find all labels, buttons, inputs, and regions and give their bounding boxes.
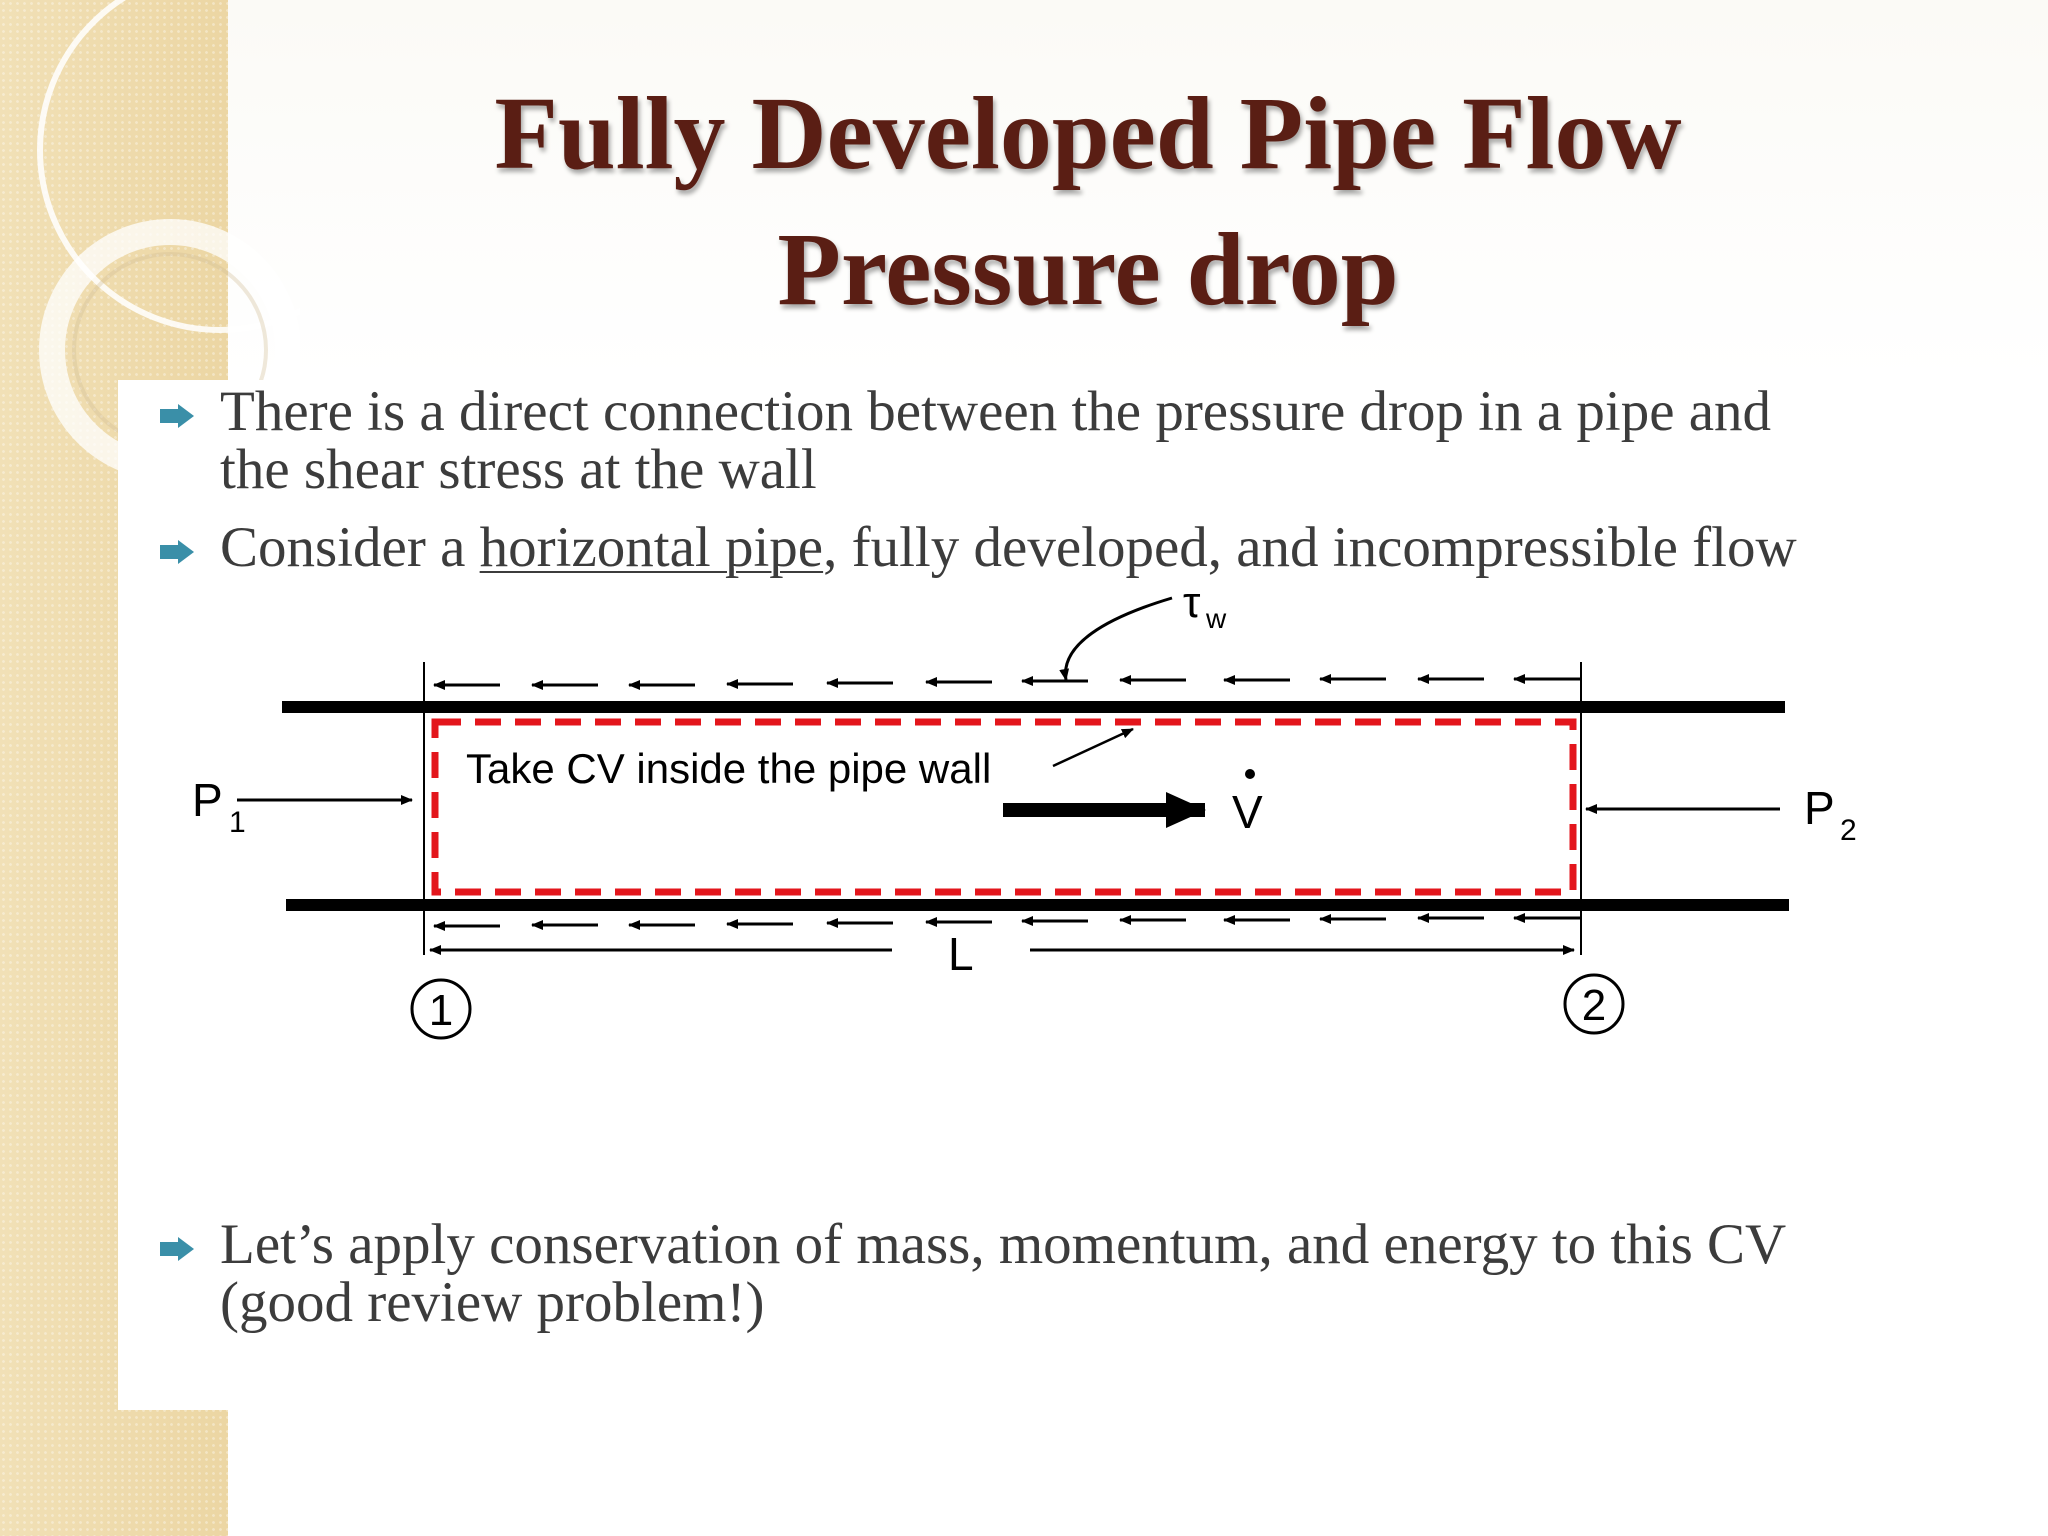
bullet-2-suffix: , fully developed, and incompressible fl… xyxy=(823,516,1797,579)
station-1-marker xyxy=(410,978,472,1040)
cv-pointer-arrow xyxy=(1052,727,1134,768)
p1-subscript: 1 xyxy=(229,806,246,839)
slide-title-line2: Pressure drop xyxy=(777,212,1399,327)
cv-label: Take CV inside the pipe wall xyxy=(466,745,991,792)
station-2-marker xyxy=(1563,973,1625,1035)
slide-title-line1: Fully Developed Pipe Flow xyxy=(494,76,1682,191)
shear-arrows-top xyxy=(433,674,1580,690)
bullet-2-underlined-term: horizontal pipe xyxy=(479,516,824,579)
station-2-label: 2 xyxy=(1582,981,1606,1030)
flow-rate-label: V xyxy=(1232,786,1263,838)
length-label: L xyxy=(948,928,974,980)
flow-rate-dot xyxy=(1245,769,1255,779)
bullet-2-prefix: Consider a xyxy=(220,516,480,579)
bullet-3-line2: (good review problem!) xyxy=(220,1271,765,1334)
arrow-bullet-icon xyxy=(160,1237,194,1261)
shear-stress-subscript: w xyxy=(1205,603,1227,634)
arrow-bullet-icon xyxy=(160,540,194,564)
shear-stress-label: τ xyxy=(1183,578,1201,627)
bullet-2-text: Consider a horizontal pipe, fully develo… xyxy=(220,518,1797,578)
p1-label: P xyxy=(192,774,223,826)
bullet-1-line1: There is a direct connection between the… xyxy=(220,380,1772,443)
header-background xyxy=(228,0,2048,380)
station-1-label: 1 xyxy=(429,986,453,1035)
p2-subscript: 2 xyxy=(1840,814,1857,847)
shear-arrows-bottom xyxy=(433,913,1580,931)
shear-pointer-arrow xyxy=(1059,596,1173,681)
bullet-1-line2: the shear stress at the wall xyxy=(220,438,817,501)
control-volume xyxy=(431,718,1577,896)
arrow-bullet-icon xyxy=(160,404,194,428)
p2-label: P xyxy=(1804,782,1835,834)
bullet-3-line1: Let’s apply conservation of mass, moment… xyxy=(220,1213,1787,1276)
